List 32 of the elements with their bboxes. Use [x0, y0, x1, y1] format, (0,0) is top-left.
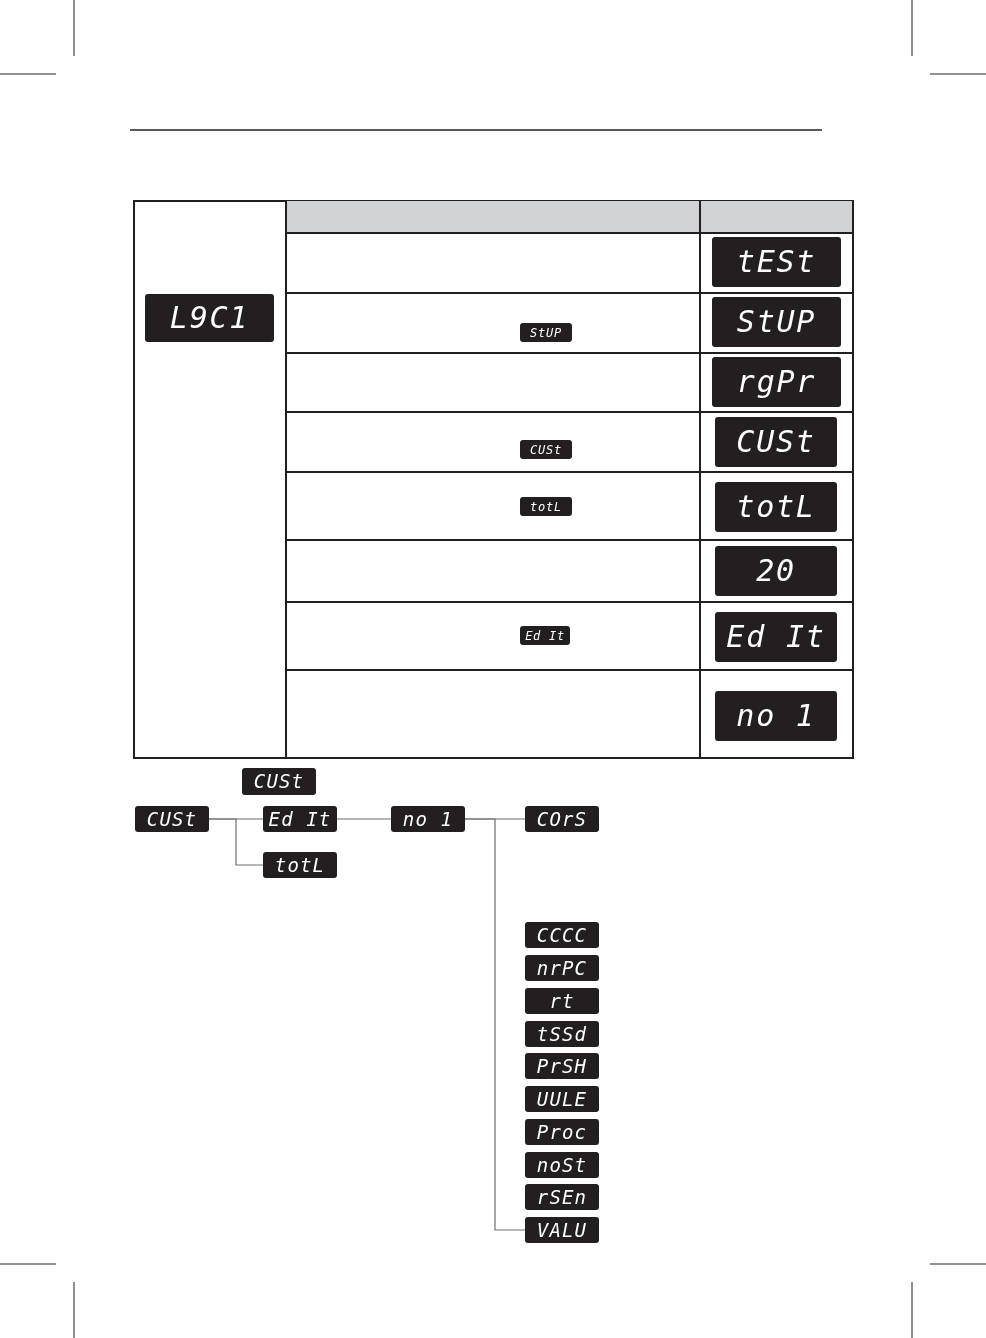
seven-segment-display: StUP [520, 323, 572, 342]
seven-segment-display: nrPC [525, 955, 599, 981]
seven-segment-display: PrSH [525, 1053, 599, 1079]
seven-segment-display: Ed It [715, 612, 837, 662]
seven-segment-display: noSt [525, 1152, 599, 1178]
seven-segment-display: StUP [712, 297, 841, 347]
seven-segment-display: totL [520, 497, 572, 516]
seven-segment-display: Ed It [263, 806, 337, 832]
seven-segment-display: rgPr [712, 357, 841, 407]
seven-segment-display: tESt [712, 237, 841, 287]
seven-segment-display: rt [525, 988, 599, 1014]
connector-line [208, 818, 264, 866]
seven-segment-display: CUSt [135, 806, 209, 832]
seven-segment-display: totL [263, 852, 337, 878]
seven-segment-display: Proc [525, 1119, 599, 1145]
seven-segment-display: no 1 [391, 806, 465, 832]
seven-segment-display: no 1 [715, 691, 837, 741]
seven-segment-display: CUSt [715, 417, 837, 467]
seven-segment-display: VALU [525, 1217, 599, 1243]
connector-line [336, 818, 392, 820]
connector-line [464, 818, 526, 1231]
seven-segment-display: CUSt [242, 768, 316, 795]
seven-segment-display: rSEn [525, 1184, 599, 1210]
seven-segment-display: COrS [525, 806, 599, 832]
seven-segment-display: Ed It [520, 626, 570, 645]
seven-segment-display: tSSd [525, 1021, 599, 1047]
seven-segment-display: 20 [715, 546, 837, 596]
seven-segment-display: totL [715, 482, 837, 532]
seven-segment-display: CUSt [520, 440, 572, 459]
seven-segment-display: L9C1 [145, 294, 274, 342]
seven-segment-display: CCCC [525, 922, 599, 948]
seven-segment-display: UULE [525, 1086, 599, 1112]
